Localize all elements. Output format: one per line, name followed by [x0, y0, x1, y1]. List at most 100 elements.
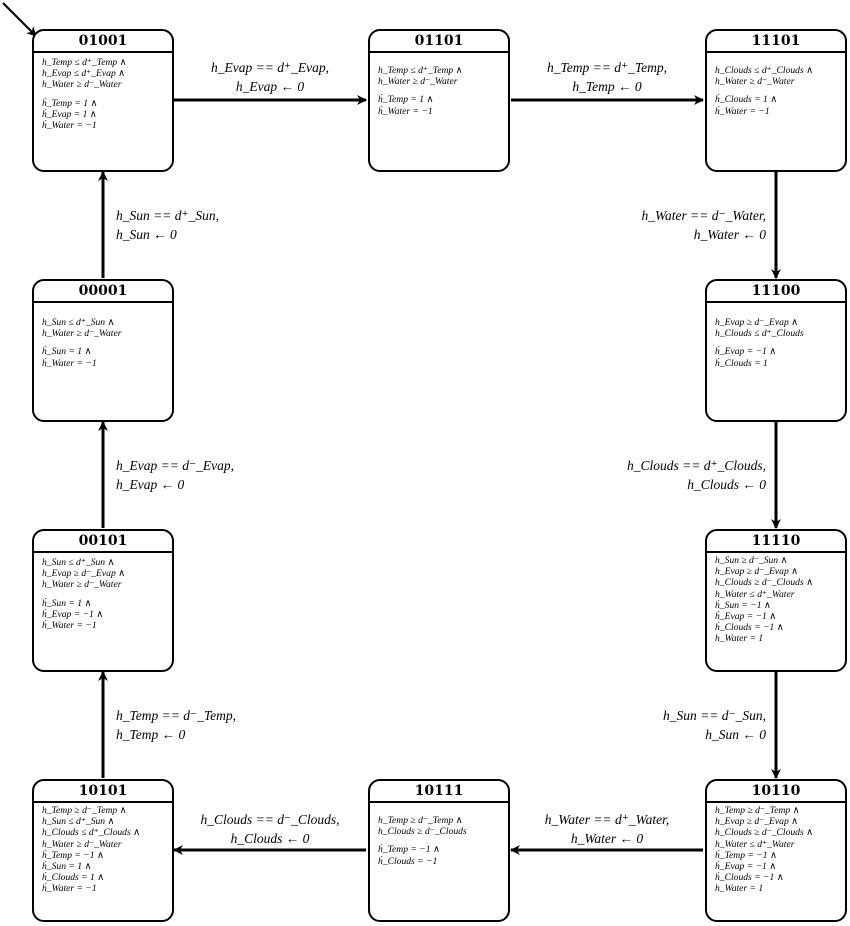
- transition-reset: h_Clouds ← 0: [230, 831, 310, 846]
- invariant-line: h_Clouds ≤ d⁺_Clouds: [715, 328, 804, 340]
- transition-guard: h_Temp == d⁺_Temp,: [547, 60, 667, 75]
- flow-line: ḣ_Water = −1: [378, 105, 433, 117]
- invariant-line: h_Clouds ≤ d⁺_Clouds ∧: [715, 65, 814, 76]
- flow-line: ḣ_Evap = −1 ∧: [715, 861, 777, 873]
- flow-line: ḣ_Temp = 1 ∧: [42, 97, 98, 109]
- initial-arrow: [2, 2, 37, 37]
- flow-line: ḣ_Temp = −1 ∧: [378, 844, 440, 856]
- transition-guard: h_Sun == d⁺_Sun,: [116, 208, 219, 223]
- invariant-line: h_Water ≥ d⁻_Water: [42, 328, 122, 340]
- transition-guard: h_Sun == d⁻_Sun,: [663, 708, 766, 723]
- state-title: 01001: [34, 31, 172, 53]
- transition-guard: h_Temp == d⁻_Temp,: [116, 708, 236, 723]
- invariant-line: h_Temp ≥ d⁻_Temp ∧: [42, 805, 127, 816]
- transition-label-00001-01001: h_Sun == d⁺_Sun, h_Sun ← 0: [116, 206, 286, 244]
- transition-label-01101-11101: h_Temp == d⁺_Temp, h_Temp ← 0: [527, 58, 687, 96]
- flow-line: ḣ_Sun = −1 ∧: [715, 599, 771, 611]
- transition-label-10111-10101: h_Clouds == d⁻_Clouds, h_Clouds ← 0: [184, 810, 356, 848]
- state-title: 01101: [370, 31, 508, 53]
- state-title: 00101: [34, 531, 172, 553]
- state-title: 10110: [707, 781, 845, 803]
- flow-line: ḣ_Evap = 1 ∧: [42, 108, 97, 120]
- state-11100: 11100 h_Evap ≥ d⁻_Evap ∧ h_Clouds ≤ d⁺_C…: [705, 279, 847, 422]
- transition-guard: h_Water == d⁻_Water,: [641, 208, 766, 223]
- flow-line: ḣ_Water = −1: [42, 883, 97, 895]
- invariant-line: h_Water ≥ d⁻_Water: [378, 76, 458, 88]
- invariant-line: h_Water ≥ d⁻_Water: [42, 79, 122, 91]
- transition-guard: h_Water == d⁺_Water,: [544, 812, 670, 827]
- state-title: 10111: [370, 781, 508, 803]
- invariant-line: h_Water ≥ d⁻_Water: [715, 76, 795, 88]
- transition-guard: h_Clouds == d⁻_Clouds,: [200, 812, 340, 827]
- state-10111: 10111 h_Temp ≥ d⁻_Temp ∧ h_Clouds ≥ d⁻_C…: [368, 779, 510, 922]
- transition-label-11100-11110: h_Clouds == d⁺_Clouds, h_Clouds ← 0: [598, 456, 766, 494]
- flow-line: ḣ_Clouds = −1: [378, 855, 438, 867]
- state-10101: 10101 h_Temp ≥ d⁻_Temp ∧ h_Sun ≤ d⁺_Sun …: [32, 779, 174, 922]
- invariant-line: h_Temp ≤ d⁺_Temp ∧: [378, 65, 463, 76]
- transition-label-01001-01101: h_Evap == d⁺_Evap, h_Evap ← 0: [190, 58, 350, 96]
- flow-line: ḣ_Clouds = −1 ∧: [715, 872, 784, 884]
- flow-line: ḣ_Evap = −1 ∧: [42, 608, 104, 620]
- invariant-line: h_Sun ≤ d⁺_Sun ∧: [42, 816, 115, 828]
- invariant-line: h_Sun ≤ d⁺_Sun ∧: [42, 317, 115, 328]
- invariant-line: h_Temp ≤ d⁺_Temp ∧: [42, 57, 127, 68]
- invariant-line: h_Temp ≥ d⁻_Temp ∧: [715, 805, 800, 816]
- transition-reset: h_Evap ← 0: [235, 79, 305, 94]
- transition-reset: h_Temp ← 0: [572, 79, 642, 94]
- invariant-line: h_Sun ≥ d⁻_Sun ∧: [715, 555, 788, 566]
- invariant-line: h_Clouds ≥ d⁻_Clouds ∧: [715, 827, 814, 839]
- transition-label-11101-11100: h_Water == d⁻_Water, h_Water ← 0: [600, 206, 766, 244]
- flow-line: ḣ_Water = −1: [42, 620, 97, 632]
- transition-reset: h_Sun ← 0: [116, 227, 177, 242]
- transition-guard: h_Clouds == d⁺_Clouds,: [627, 458, 766, 473]
- flow-line: ḣ_Temp = 1 ∧: [378, 94, 434, 106]
- invariant-line: h_Evap ≥ d⁻_Evap ∧: [42, 568, 126, 580]
- invariant-line: h_Evap ≤ d⁺_Evap ∧: [42, 68, 126, 80]
- transition-label-00101-00001: h_Evap == d⁻_Evap, h_Evap ← 0: [116, 456, 286, 494]
- state-11101: 11101 h_Clouds ≤ d⁺_Clouds ∧ h_Water ≥ d…: [705, 29, 847, 172]
- flow-line: ḣ_Sun = 1 ∧: [42, 346, 92, 358]
- transition-reset: h_Water ← 0: [693, 227, 766, 242]
- flow-line: ḣ_Clouds = −1 ∧: [715, 622, 784, 634]
- transition-reset: h_Temp ← 0: [116, 727, 186, 742]
- flow-line: ḣ_Temp = −1 ∧: [715, 849, 777, 861]
- transition-label-10101-00101: h_Temp == d⁻_Temp, h_Temp ← 0: [116, 706, 286, 744]
- flow-line: h_Water = 1: [715, 633, 764, 645]
- invariant-line: h_Temp ≥ d⁻_Temp ∧: [378, 815, 463, 826]
- transition-guard: h_Evap == d⁺_Evap,: [211, 60, 329, 75]
- flow-line: ḣ_Evap = −1 ∧: [715, 611, 777, 623]
- state-01101: 01101 h_Temp ≤ d⁺_Temp ∧ h_Water ≥ d⁻_Wa…: [368, 29, 510, 172]
- transition-reset: h_Clouds ← 0: [687, 477, 766, 492]
- invariant-line: h_Water ≤ d⁺_Water: [715, 838, 795, 850]
- invariant-line: h_Evap ≥ d⁻_Evap ∧: [715, 317, 799, 328]
- state-11110: 11110 h_Sun ≥ d⁻_Sun ∧ h_Evap ≥ d⁻_Evap …: [705, 529, 847, 672]
- transition-label-11110-10110: h_Sun == d⁻_Sun, h_Sun ← 0: [600, 706, 766, 744]
- state-01001: 01001 h_Temp ≤ d⁺_Temp ∧ h_Evap ≤ d⁺_Eva…: [32, 29, 174, 172]
- invariant-line: h_Water ≤ d⁺_Water: [715, 588, 795, 600]
- flow-line: ḣ_Clouds = 1 ∧: [42, 872, 105, 884]
- state-title: 10101: [34, 781, 172, 803]
- state-title: 11101: [707, 31, 845, 53]
- state-title: 00001: [34, 281, 172, 303]
- flow-line: ḣ_Water = −1: [715, 105, 770, 117]
- invariant-line: h_Evap ≥ d⁻_Evap ∧: [715, 566, 799, 578]
- transition-guard: h_Evap == d⁻_Evap,: [116, 458, 234, 473]
- invariant-line: h_Clouds ≤ d⁺_Clouds ∧: [42, 827, 141, 839]
- flow-line: ḣ_Water = −1: [42, 120, 97, 132]
- invariant-line: h_Clouds ≥ d⁻_Clouds ∧: [715, 577, 814, 589]
- state-10110: 10110 h_Temp ≥ d⁻_Temp ∧ h_Evap ≥ d⁻_Eva…: [705, 779, 847, 922]
- invariant-line: h_Clouds ≥ d⁻_Clouds: [378, 826, 467, 838]
- state-title: 11110: [707, 531, 845, 553]
- flow-line: ḣ_Water = −1: [42, 357, 97, 369]
- flow-line: ḣ_Clouds = 1: [715, 357, 768, 369]
- flow-line: ḣ_Evap = −1 ∧: [715, 346, 777, 358]
- invariant-line: h_Sun ≤ d⁺_Sun ∧: [42, 557, 115, 568]
- invariant-line: h_Water ≥ d⁻_Water: [42, 579, 122, 591]
- flow-line: ḣ_Clouds = 1 ∧: [715, 94, 778, 106]
- state-title: 11100: [707, 281, 845, 303]
- flow-line: ḣ_Sun = 1 ∧: [42, 861, 92, 873]
- transition-reset: h_Water ← 0: [570, 831, 644, 846]
- flow-line: ḣ_Sun = 1 ∧: [42, 597, 92, 609]
- transition-reset: h_Sun ← 0: [705, 727, 766, 742]
